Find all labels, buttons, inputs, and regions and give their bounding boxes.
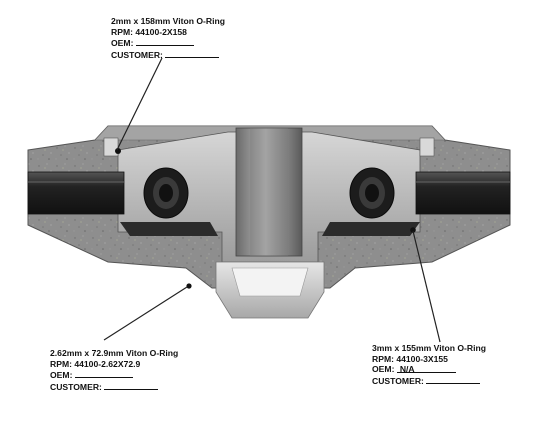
- callout-customer-label: CUSTOMER:: [111, 49, 163, 60]
- center-shaft: [235, 127, 303, 257]
- oring-top: [115, 148, 121, 154]
- oring-bottom-right: [410, 227, 416, 233]
- callout-customer-label: CUSTOMER:: [50, 381, 102, 392]
- leader-bottom-left: [103, 286, 188, 341]
- callout-oem-blank: [135, 37, 194, 47]
- callout-oem-blank: [74, 369, 133, 379]
- leader-bottom-right: [412, 230, 441, 343]
- right-bolt: [419, 137, 435, 157]
- oring-bottom-left: [186, 283, 192, 289]
- callout-oem-value: N/A: [396, 364, 456, 374]
- callout-bottom-left: 2.62mm x 72.9mm Viton O-Ring RPM: 44100-…: [50, 348, 178, 392]
- callout-rpm: RPM: 44100-2X158: [111, 26, 187, 37]
- callout-customer-blank: [165, 49, 220, 58]
- callout-top: 2mm x 158mm Viton O-Ring RPM: 44100-2X15…: [111, 16, 225, 60]
- callout-customer-label: CUSTOMER:: [372, 375, 424, 386]
- callout-bottom-right: 3mm x 155mm Viton O-Ring RPM: 44100-3X15…: [372, 343, 486, 386]
- callout-oem-label: OEM:: [111, 38, 134, 49]
- callout-customer-blank: [104, 381, 159, 390]
- left-bolt: [103, 137, 119, 157]
- callout-rpm: RPM: 44100-2.62X72.9: [50, 358, 141, 369]
- callout-size: 2mm x 158mm Viton O-Ring: [111, 16, 225, 26]
- callout-oem-label: OEM:: [372, 364, 395, 375]
- right-dark-ledge: [322, 222, 420, 236]
- right-nozzle-bar: [415, 171, 511, 215]
- callout-size: 2.62mm x 72.9mm Viton O-Ring: [50, 348, 179, 358]
- leader-top: [116, 57, 163, 151]
- left-dark-ledge: [120, 222, 218, 236]
- callout-oem-label: OEM:: [50, 370, 73, 381]
- callout-customer-blank: [426, 375, 481, 384]
- left-nozzle-bar: [27, 171, 125, 215]
- callout-rpm: RPM: 44100-3X155: [372, 353, 448, 364]
- callout-size: 3mm x 155mm Viton O-Ring: [372, 343, 486, 353]
